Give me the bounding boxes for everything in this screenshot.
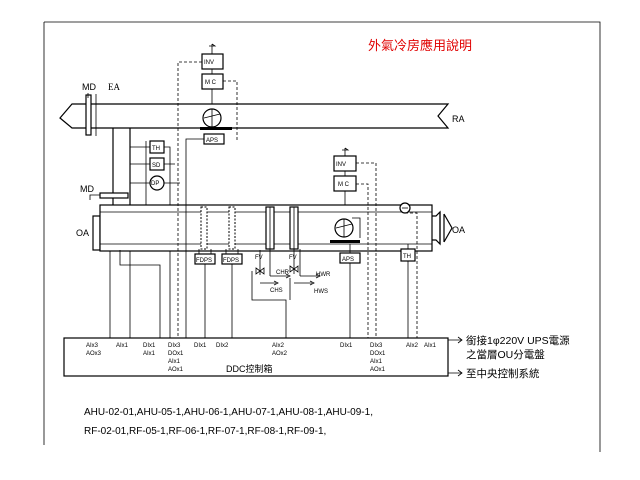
filter-2 <box>228 206 236 250</box>
ddc-io-point: AIx1 <box>370 359 383 365</box>
ddc-io-point: DIx1 <box>194 343 207 349</box>
svg-text:TH: TH <box>152 146 160 152</box>
svg-text:FDPS: FDPS <box>196 258 212 264</box>
svg-text:TH: TH <box>403 254 411 260</box>
svg-text:APS: APS <box>206 138 218 144</box>
ddc-io-point: AOx3 <box>86 351 102 357</box>
svg-text:FDPS: FDPS <box>223 258 239 264</box>
supply-fan-base <box>330 240 360 243</box>
unit-list-line1: AHU-02-01,AHU-05-1,AHU-06-1,AHU-07-1,AHU… <box>84 407 373 418</box>
fv-hw-label: FV <box>289 255 297 261</box>
ddc-io-point: DIx3 <box>370 343 383 349</box>
fv-chw-label: FV <box>255 255 263 261</box>
svg-text:HWS: HWS <box>314 289 328 295</box>
ddc-panel <box>63 337 449 377</box>
inv-return-fan <box>201 53 224 70</box>
svg-text:CHR: CHR <box>276 270 290 276</box>
oa-right-label: OA <box>452 225 465 235</box>
svg-text:M C: M C <box>338 182 350 188</box>
ddc-io-point: AIx1 <box>424 343 437 349</box>
ddc-io-point: AIx1 <box>143 351 156 357</box>
return-air-duct <box>59 103 450 129</box>
filter-1 <box>200 206 208 250</box>
exhaust-damper <box>85 94 92 136</box>
ups-note-line2: 之當層OU分電盤 <box>466 348 545 361</box>
ddc-io-point: DIx1 <box>340 343 353 349</box>
ddc-io-point: AIx1 <box>168 359 181 365</box>
outer-frame <box>43 21 601 452</box>
chw-valve <box>255 267 265 275</box>
ddc-io-point: DIx1 <box>143 343 156 349</box>
svg-text:DP: DP <box>151 181 159 187</box>
ddc-label: DDC控制箱 <box>226 363 273 374</box>
mc-return-fan <box>201 73 224 90</box>
ddc-io-point: AIx3 <box>86 343 99 349</box>
mixing-damper <box>99 192 129 199</box>
ddc-io-point: AOx2 <box>272 351 288 357</box>
svg-text:CHS: CHS <box>270 288 283 294</box>
ddc-io-point: DIx3 <box>168 343 181 349</box>
ddc-io-point: AOx1 <box>168 367 184 373</box>
ra-label: RA <box>452 114 465 124</box>
ddc-io-point: DOx1 <box>370 351 386 357</box>
ddc-io-point: AIx1 <box>116 343 129 349</box>
svg-text:INV: INV <box>204 60 214 66</box>
svg-text:APS: APS <box>342 257 354 263</box>
oa-outlet-duct <box>432 210 441 246</box>
oa-intake-flange <box>92 215 101 251</box>
svg-text:M C: M C <box>205 80 217 86</box>
ddc-io-point: AIx2 <box>406 343 419 349</box>
ddc-io-point: DOx1 <box>168 351 184 357</box>
diagram-title: 外氣冷房應用說明 <box>368 38 472 53</box>
ups-note-line1: 銜接1φ220V UPS電源 <box>466 334 570 347</box>
mixing-duct <box>112 128 131 205</box>
svg-text:SD: SD <box>152 163 161 169</box>
hw-valve <box>289 265 299 273</box>
central-control-note: 至中央控制系統 <box>466 367 540 380</box>
return-fan-base <box>200 127 232 130</box>
svg-text:HWR: HWR <box>316 272 331 278</box>
ddc-io-point: DIx2 <box>216 343 229 349</box>
ddc-io-point: AIx2 <box>272 343 285 349</box>
md-top-label: MD <box>82 82 96 92</box>
unit-list-line2: RF-02-01,RF-05-1,RF-06-1,RF-07-1,RF-08-1… <box>84 426 326 437</box>
svg-text:INV: INV <box>336 162 346 168</box>
ddc-io-point: AOx1 <box>370 367 386 373</box>
md-mid-label: MD <box>80 184 94 194</box>
oa-right-arrow <box>443 213 453 243</box>
ea-label: EA <box>108 82 120 92</box>
oa-left-label: OA <box>76 228 89 238</box>
